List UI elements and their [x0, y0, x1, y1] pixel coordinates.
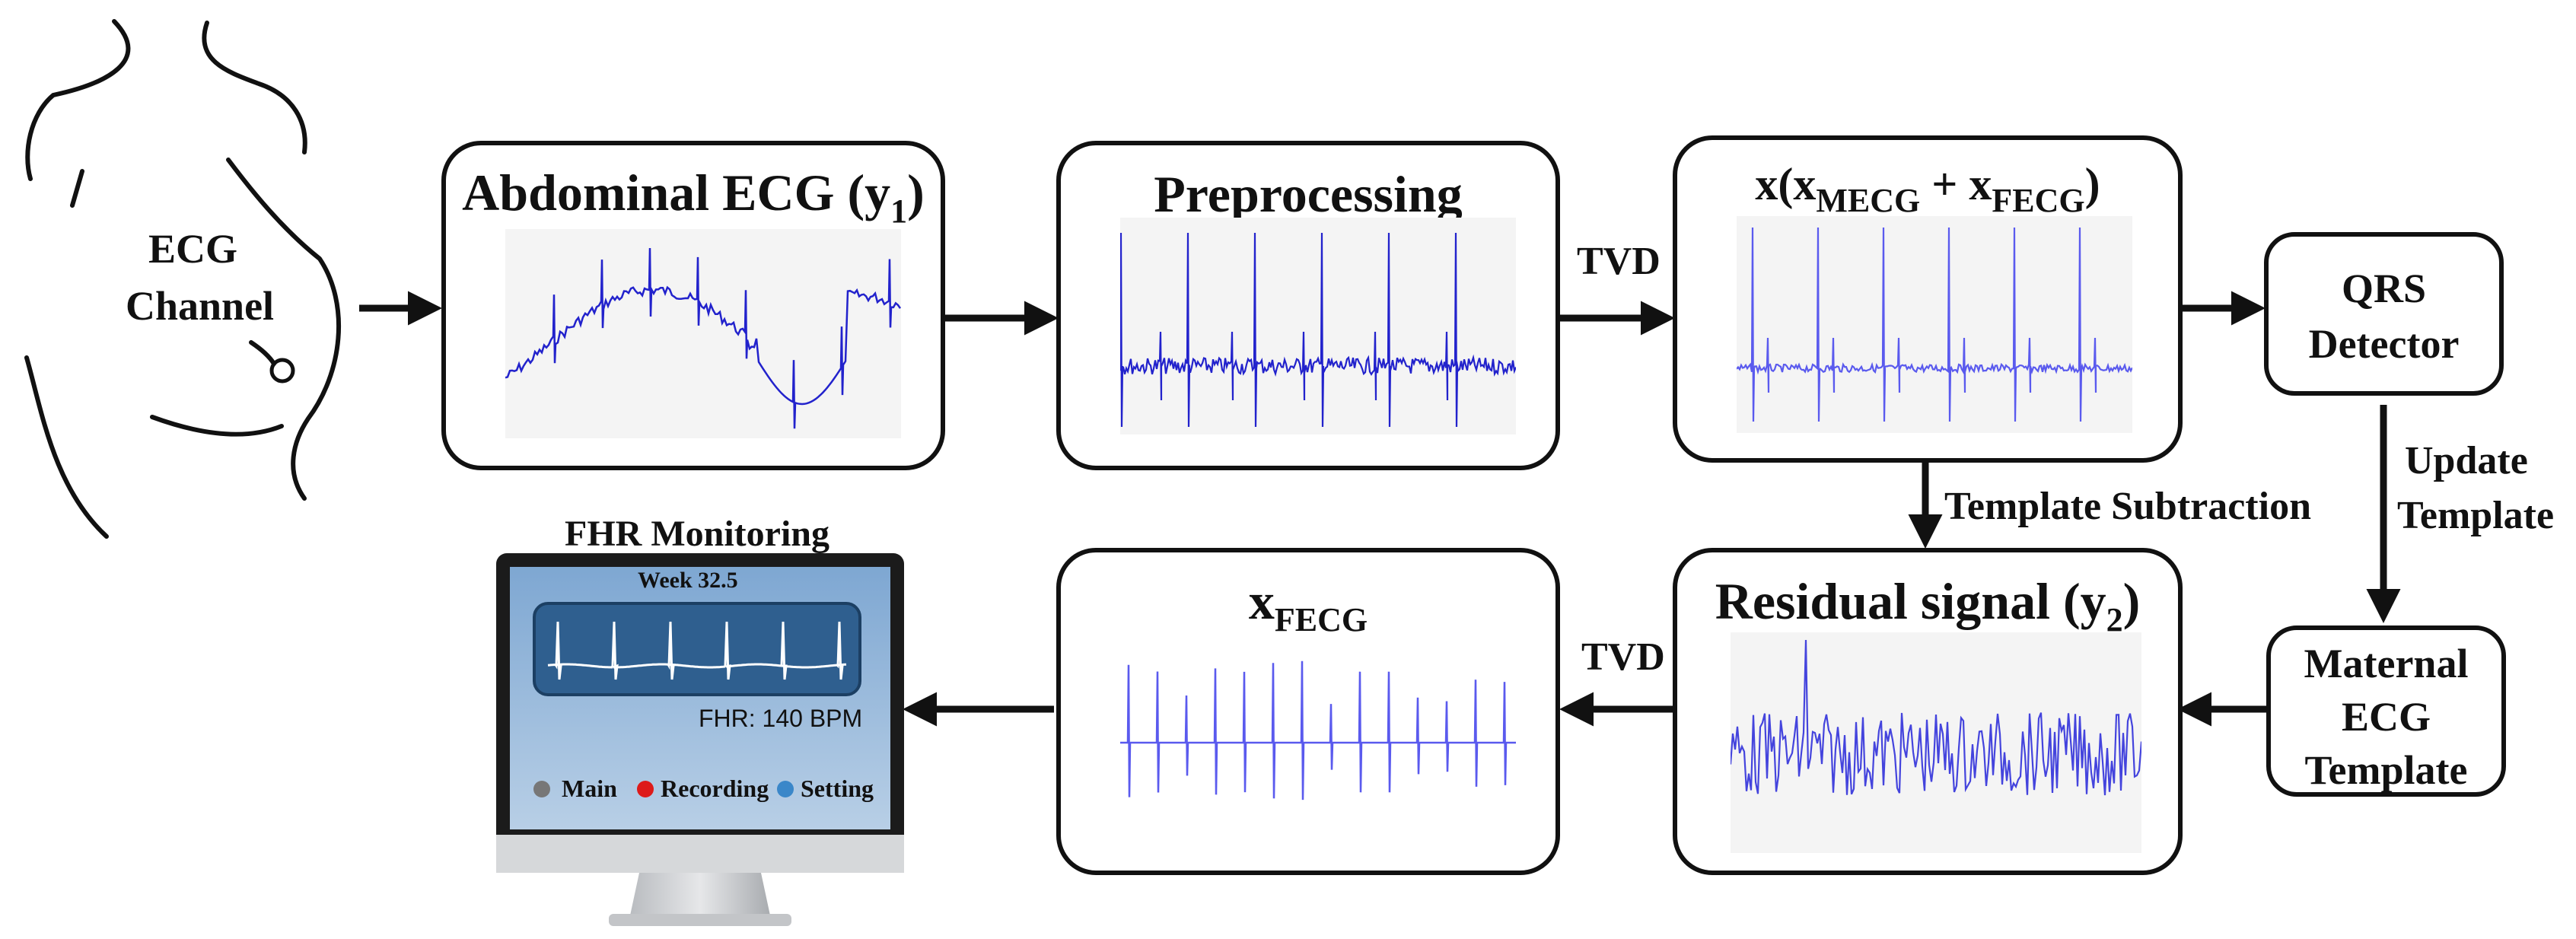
abdominal-ecg-plot	[505, 229, 901, 438]
template-line3: Template	[2304, 747, 2468, 793]
abdominal-ecg-box: Abdominal ECG (y1)	[441, 141, 945, 470]
residual-signal-box: Residual signal (y2)	[1673, 548, 2183, 875]
monitor-week-label: Week 32.5	[638, 568, 738, 593]
separated-signal-plot	[1737, 216, 2132, 433]
monitor-menu-main[interactable]: Main	[562, 775, 617, 802]
fecg-plot	[1120, 636, 1516, 842]
pregnant-body-outline	[24, 19, 342, 539]
update-template-label-line1: Update	[2405, 439, 2528, 482]
monitor-fhr-value: FHR: 140 BPM	[699, 705, 863, 732]
tvd-label-bottom: TVD	[1581, 635, 1665, 679]
fecg-title: xFECG	[1248, 572, 1368, 638]
ecg-channel-label-line2: Channel	[126, 283, 275, 329]
preprocessing-plot	[1120, 218, 1516, 434]
template-subtraction-label: Template Subtraction	[1944, 485, 2311, 528]
separated-signal-box: x(xMECG + xFECG)	[1673, 135, 2183, 463]
residual-signal-title: Residual signal (y2)	[1715, 572, 2141, 638]
monitor-illustration	[496, 553, 904, 926]
qrs-detector-line2: Detector	[2308, 321, 2460, 367]
fhr-monitoring-caption: FHR Monitoring	[565, 514, 829, 554]
residual-signal-plot	[1731, 632, 2141, 853]
qrs-detector-line1: QRS	[2341, 266, 2427, 311]
monitor-menu-setting[interactable]: Setting	[801, 775, 874, 802]
template-line1: Maternal	[2304, 641, 2469, 686]
ecg-channel-label-line1: ECG	[148, 226, 238, 272]
preprocessing-title: Preprocessing	[1154, 165, 1463, 223]
abdominal-ecg-title: Abdominal ECG (y1)	[462, 164, 925, 230]
update-template-label-line2: Template	[2397, 494, 2555, 537]
qrs-detector-box: QRS Detector	[2264, 232, 2504, 396]
tvd-label-top: TVD	[1577, 240, 1661, 283]
monitor-menu-recording[interactable]: Recording	[661, 775, 769, 802]
maternal-ecg-template-box: Maternal ECG Template	[2266, 625, 2506, 797]
preprocessing-box: Preprocessing	[1056, 141, 1560, 470]
separated-signal-title: x(xMECG + xFECG)	[1755, 159, 2100, 219]
fecg-box: xFECG	[1056, 548, 1560, 875]
template-line2: ECG	[2341, 694, 2431, 740]
